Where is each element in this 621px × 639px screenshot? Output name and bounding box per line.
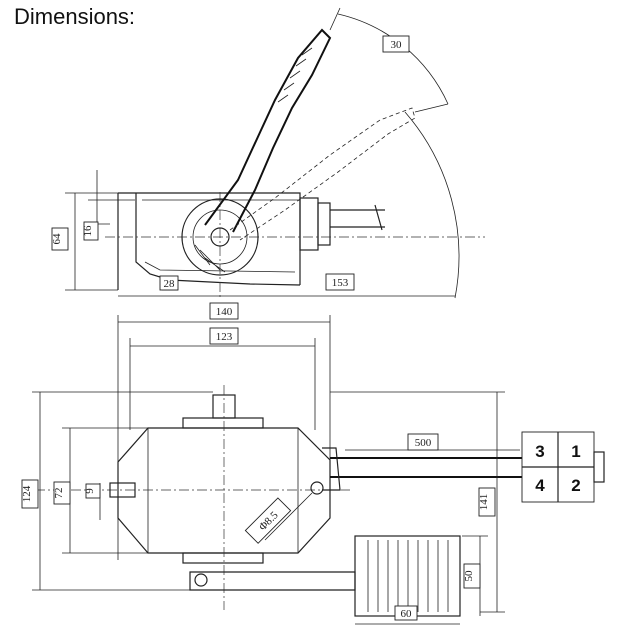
dim-top-depth: 28: [159, 275, 179, 291]
svg-text:72: 72: [53, 488, 65, 499]
dim-side-height-2: 72: [53, 481, 71, 505]
dim-top-length: 153: [325, 273, 355, 291]
connector-pin-2: 2: [571, 476, 580, 495]
svg-text:60: 60: [401, 608, 413, 620]
svg-text:500: 500: [415, 437, 432, 449]
svg-text:28: 28: [164, 278, 176, 290]
svg-text:153: 153: [332, 277, 349, 289]
svg-text:64: 64: [51, 233, 63, 245]
dim-top-height-2: 16: [82, 221, 99, 241]
dim-body-width: 123: [209, 327, 239, 345]
dim-pin-size: 9: [84, 483, 101, 499]
dim-front-height: 141: [478, 487, 496, 517]
side-pin: [109, 482, 136, 498]
svg-text:123: 123: [216, 331, 233, 343]
svg-text:141: 141: [478, 494, 490, 511]
cable-stub: [330, 204, 385, 231]
mounting-hole: [310, 481, 324, 495]
dim-bracket-height: 50: [463, 563, 481, 589]
svg-text:50: 50: [463, 570, 475, 582]
connector-pin-1: 1: [571, 442, 580, 461]
pedal-pad: [354, 535, 461, 617]
dim-overall-width: 140: [209, 302, 239, 320]
side-view: [65, 7, 485, 299]
svg-text:140: 140: [216, 306, 233, 318]
lever-arm: [189, 571, 356, 591]
dim-angle: 30: [382, 35, 410, 53]
svg-text:30: 30: [391, 39, 403, 51]
pedal-lever: [204, 28, 332, 233]
front-view: [32, 315, 605, 625]
svg-text:9: 9: [84, 488, 96, 494]
svg-text:16: 16: [82, 225, 94, 237]
connector: [521, 431, 605, 503]
dim-top-height-1: 64: [51, 227, 69, 251]
connector-pin-4: 4: [535, 476, 545, 495]
dim-bracket-width: 60: [394, 605, 418, 621]
dim-cable-length: 500: [407, 433, 439, 451]
cable: [330, 457, 522, 478]
end-cap: [299, 197, 319, 251]
dim-side-height-1: 124: [21, 479, 39, 509]
connector-pin-3: 3: [535, 442, 544, 461]
housing-outline: [117, 192, 301, 290]
page-title: Dimensions:: [14, 4, 136, 29]
pedal-lever-rotated: [229, 107, 416, 241]
svg-text:124: 124: [21, 485, 33, 502]
dim-hole-diameter: Φ8.5: [244, 497, 292, 544]
pivot-hub: [181, 198, 259, 276]
